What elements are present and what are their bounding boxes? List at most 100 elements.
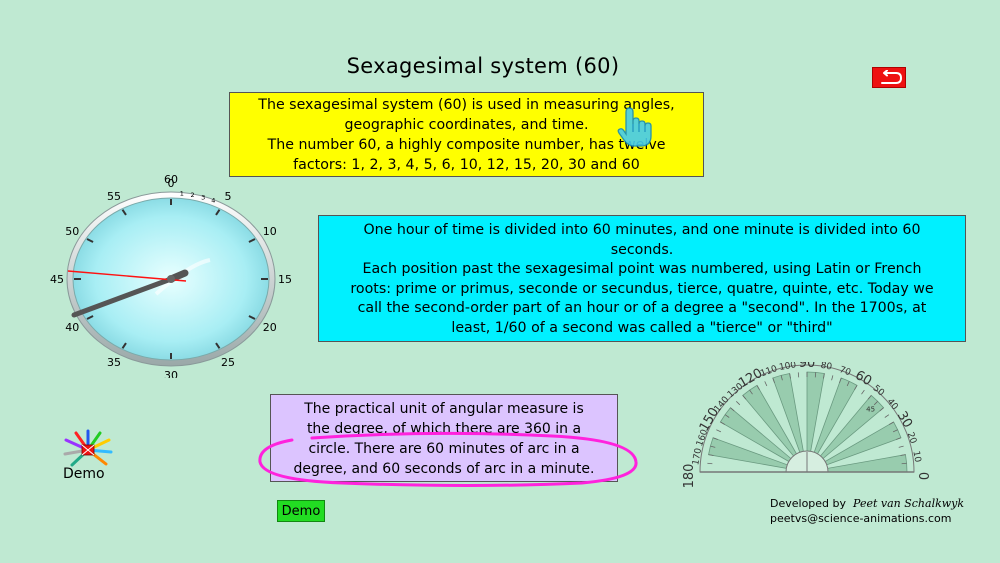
clock-tick [248, 238, 256, 243]
clock-tick [215, 342, 221, 349]
info-line: call the second-order part of an hour or… [357, 300, 927, 316]
protractor-tick [839, 377, 842, 383]
clock-label: 15 [278, 273, 292, 286]
protractor-tick [873, 401, 878, 406]
clock-label: 55 [107, 190, 121, 203]
highlight-ellipse [258, 431, 638, 487]
protractor-tick [720, 421, 725, 425]
info-line: degree, and 60 seconds of arc in a minut… [293, 461, 595, 477]
info-line: The number 60, a highly composite number… [267, 137, 666, 153]
protractor-label: 100 [778, 362, 797, 373]
demo-icon-label: Demo [63, 466, 105, 482]
credit-prefix: Developed by [770, 497, 847, 510]
protractor-tick [712, 437, 718, 440]
protractor-tick [772, 377, 775, 383]
clock-tick [121, 342, 127, 349]
protractor-label: 50 [871, 383, 886, 398]
protractor-tick [710, 445, 716, 448]
protractor-wedge [772, 373, 808, 473]
protractor-tick [854, 385, 858, 390]
clock-label-60: 60 [164, 173, 178, 186]
protractor-tick [756, 385, 760, 390]
protractor-tick [724, 414, 730, 418]
protractor-label-45: 45 [866, 405, 875, 413]
clock-tick [215, 209, 221, 216]
info-box-time: One hour of time is divided into 60 minu… [318, 215, 966, 342]
protractor-tick [831, 375, 834, 381]
clock-minute-label: 4 [211, 197, 215, 205]
protractor-tick [879, 407, 884, 412]
clock-minute-label: 3 [201, 193, 205, 201]
protractor-label: 30 [894, 409, 915, 431]
protractor-label: 170 [691, 447, 704, 466]
protractor-tick [867, 395, 872, 400]
protractor-label: 60 [852, 368, 874, 389]
protractor-tick [736, 401, 741, 406]
credit-email[interactable]: peetvs@science-animations.com [770, 512, 952, 525]
protractor-tick [730, 407, 735, 412]
info-line: Each position past the sexagesimal point… [362, 261, 922, 277]
clock-tick [248, 315, 256, 320]
info-line: geographic coordinates, and time. [344, 117, 589, 133]
clock-minute-label: 2 [191, 191, 195, 199]
protractor-tick [716, 429, 722, 433]
info-line: The sexagesimal system (60) is used in m… [258, 97, 675, 113]
info-line: One hour of time is divided into 60 minu… [363, 222, 921, 238]
protractor-tick [846, 381, 850, 387]
protractor-tick [898, 445, 904, 448]
protractor-label: 0 [915, 472, 930, 480]
clock-label: 20 [263, 321, 277, 334]
protractor-tick [823, 373, 825, 379]
demo-icon[interactable] [62, 428, 114, 470]
protractor-tick [889, 421, 894, 425]
protractor-tick [708, 454, 714, 456]
clock-minute-label: 1 [180, 189, 184, 197]
demo-button[interactable]: Demo [277, 500, 325, 522]
protractor-label: 40 [885, 397, 900, 412]
protractor-label: 160 [695, 428, 710, 448]
protractor-tick [861, 389, 865, 395]
info-box-degree: The practical unit of angular measure is… [270, 394, 618, 482]
protractor-tick [900, 454, 906, 456]
protractor-tick [884, 414, 890, 418]
clock-label: 35 [107, 356, 121, 369]
second-hand [67, 270, 187, 282]
protractor-label: 90 [799, 362, 816, 371]
protractor-tick [749, 389, 753, 395]
clock-label: 5 [225, 190, 232, 203]
protractor-tick [780, 375, 783, 381]
return-arrow-icon [881, 69, 902, 84]
protractor-tick [896, 437, 902, 440]
page-title: Sexagesimal system (60) [346, 54, 620, 78]
protractor-tick [892, 429, 898, 433]
clock-tick [121, 209, 127, 216]
minute-hand [71, 276, 174, 318]
hand-pointer-icon [617, 107, 652, 147]
protractor-wedge [708, 437, 808, 473]
clock-center [167, 275, 175, 283]
info-line: circle. There are 60 minutes of arc in a [308, 441, 580, 457]
protractor-tick [764, 381, 768, 387]
protractor-label: 180 [682, 464, 697, 487]
info-line: least, 1/60 of a second was called a "ti… [451, 319, 833, 336]
clock-label: 0 [168, 177, 175, 190]
info-line: seconds. [610, 241, 674, 258]
protractor-tick [789, 373, 791, 379]
credit: Developed by Peet van Schalkwyk peetvs@s… [770, 496, 964, 526]
info-line: roots: prime or primus, seconde or secun… [350, 280, 934, 297]
clock-label: 25 [221, 356, 235, 369]
back-button[interactable] [872, 67, 906, 88]
protractor-label: 20 [905, 431, 918, 445]
clock-label: 30 [164, 369, 178, 378]
clock-tick [86, 238, 94, 243]
protractor-label: 10 [910, 450, 922, 463]
clock-tick [86, 315, 94, 320]
clock-label: 10 [263, 225, 277, 238]
clock-label: 50 [65, 225, 79, 238]
info-line: The practical unit of angular measure is [304, 401, 584, 417]
credit-author: Peet van Schalkwyk [853, 497, 965, 510]
protractor-tick [742, 395, 747, 400]
info-line: factors: 1, 2, 3, 4, 5, 6, 10, 12, 15, 2… [293, 157, 640, 173]
